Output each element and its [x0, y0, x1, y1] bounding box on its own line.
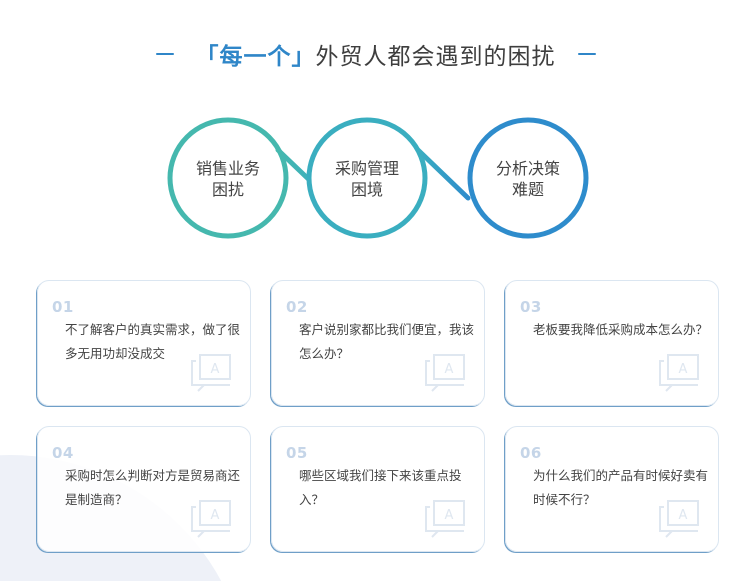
svg-text:A: A	[679, 508, 688, 523]
page-title: 「每一个」外贸人都会遇到的困扰	[0, 36, 751, 72]
card-number: 01	[52, 298, 74, 316]
title-dash-left	[155, 53, 174, 55]
circle-sales-line1: 销售业务	[195, 159, 260, 178]
circle-sales: 销售业务 困扰	[178, 158, 278, 200]
card-number: 05	[286, 444, 308, 462]
title-accent: 「每一个」	[195, 44, 316, 70]
title-text: 「每一个」外贸人都会遇到的困扰	[196, 37, 556, 71]
chat-a-icon: A	[425, 500, 465, 538]
problem-card-03: 03 老板要我降低采购成本怎么办？ A	[505, 280, 719, 406]
problem-card-01: 01 不了解客户的真实需求，做了很多无用功却没成交 A	[37, 280, 251, 406]
problem-card-06: 06 为什么我们的产品有时候好卖有时候不行？ A	[505, 426, 719, 552]
circle-analysis-line1: 分析决策	[495, 159, 560, 178]
circle-procurement: 采购管理 困境	[317, 158, 417, 200]
circle-chain-graphic	[167, 117, 589, 239]
card-number: 04	[52, 444, 74, 462]
circle-sales-line2: 困扰	[211, 180, 244, 199]
circle-analysis: 分析决策 难题	[478, 158, 578, 200]
problem-card-05: 05 哪些区域我们接下来该重点投入？ A	[271, 426, 485, 552]
title-dash-right	[577, 53, 596, 55]
circle-procurement-line1: 采购管理	[334, 159, 399, 178]
card-text: 采购时怎么判断对方是贸易商还是制造商？	[65, 468, 241, 507]
svg-text:A: A	[679, 362, 688, 377]
circle-procurement-line2: 困境	[350, 180, 383, 199]
svg-text:A: A	[211, 362, 220, 377]
card-text: 为什么我们的产品有时候好卖有时候不行？	[533, 468, 709, 507]
card-text: 老板要我降低采购成本怎么办？	[533, 322, 709, 337]
svg-text:A: A	[445, 362, 454, 377]
chat-a-icon: A	[191, 500, 231, 538]
card-number: 06	[520, 444, 542, 462]
chat-a-icon: A	[191, 354, 231, 392]
title-rest: 外贸人都会遇到的困扰	[315, 44, 556, 70]
circle-analysis-line2: 难题	[511, 180, 544, 199]
card-text: 不了解客户的真实需求，做了很多无用功却没成交	[65, 322, 241, 361]
svg-text:A: A	[211, 508, 220, 523]
category-circles: 销售业务 困扰 采购管理 困境 分析决策 难题	[0, 0, 751, 260]
chat-a-icon: A	[659, 354, 699, 392]
chat-a-icon: A	[659, 500, 699, 538]
problem-card-02: 02 客户说别家都比我们便宜，我该怎么办？ A	[271, 280, 485, 406]
chat-a-icon: A	[425, 354, 465, 392]
card-text: 哪些区域我们接下来该重点投入？	[299, 468, 462, 507]
card-text: 客户说别家都比我们便宜，我该怎么办？	[299, 322, 475, 361]
card-number: 03	[520, 298, 542, 316]
problem-card-04: 04 采购时怎么判断对方是贸易商还是制造商？ A	[37, 426, 251, 552]
svg-text:A: A	[445, 508, 454, 523]
card-number: 02	[286, 298, 308, 316]
